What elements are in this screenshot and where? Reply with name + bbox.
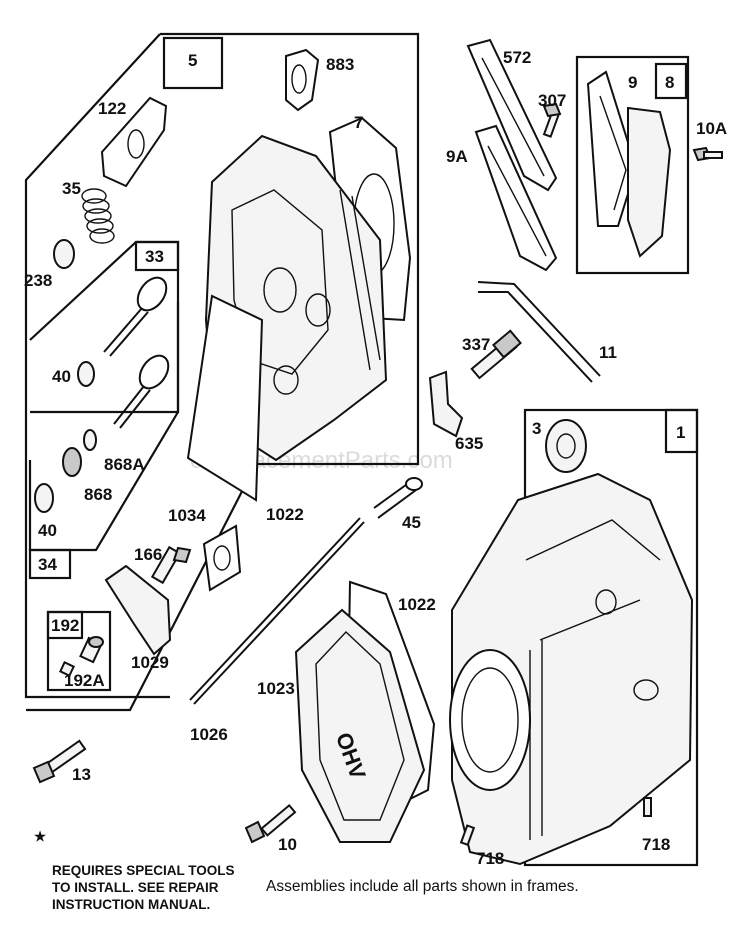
callout-1023: 1023: [257, 679, 295, 698]
part-122-spacer: [100, 96, 168, 188]
callout-10A: 10A: [696, 119, 727, 138]
part-192-breather: [79, 636, 104, 664]
callout-45: 45: [402, 513, 421, 532]
callout-9: 9: [628, 73, 637, 92]
gasket-kit-frame: 8: [575, 55, 690, 275]
part-883-gasket: [285, 48, 320, 112]
exhaust-valve-frame: 34: [28, 302, 180, 580]
frame-label-gasket-kit: 8: [665, 73, 674, 92]
assemblies-note: Assemblies include all parts shown in fr…: [266, 878, 579, 895]
callout-9A: 9A: [446, 147, 468, 166]
intake-valve-frame: 33: [29, 240, 180, 414]
part-192A-valve: [59, 661, 75, 677]
part-307-screw: [542, 102, 562, 138]
callout-40-b: 40: [38, 521, 57, 540]
callout-883: 883: [326, 55, 354, 74]
frame-label-head: 5: [188, 51, 197, 70]
part-35-valve-spring: [81, 188, 115, 244]
part-13-head-bolt: [32, 739, 87, 784]
callout-238: 238: [24, 271, 52, 290]
part-10-screw: [244, 803, 297, 844]
part-45-push-rod-tube: [373, 477, 423, 519]
part-1034-plate: [202, 524, 242, 592]
callout-10: 10: [278, 835, 297, 854]
callout-40-a: 40: [52, 367, 71, 386]
callout-868A: 868A: [104, 455, 145, 474]
callout-122: 122: [98, 99, 126, 118]
part-9-gasket: [586, 70, 638, 227]
callout-868: 868: [84, 485, 112, 504]
star-icon: ★: [34, 829, 47, 844]
part-3-oil-seal: [545, 419, 587, 473]
part-cylinder-block: [449, 472, 694, 866]
callout-307: 307: [538, 91, 566, 110]
callout-718-a: 718: [476, 849, 504, 868]
part-166-stud: [150, 545, 192, 585]
frame-label-breather-kit: 192: [51, 616, 79, 635]
part-868-rotator: [62, 447, 82, 477]
part-1026-push-rod: [189, 517, 365, 705]
callout-166: 166: [134, 545, 162, 564]
callout-718-b: 718: [642, 835, 670, 854]
callout-7: 7: [354, 113, 363, 132]
frame-label-cylinder: 1: [676, 423, 685, 442]
callout-35: 35: [62, 179, 81, 198]
part-718-dowel-pin-a: [459, 824, 476, 847]
part-40-keeper-a: [77, 361, 95, 387]
part-breather-cover: [627, 106, 672, 258]
part-11-dipstick-tube: [477, 281, 601, 383]
part-337-spark-plug: [470, 329, 522, 380]
part-9A-gasket: [474, 124, 558, 272]
callout-635: 635: [455, 434, 483, 453]
breather-kit-frame: 192: [46, 610, 112, 692]
part-868A-retainer: [83, 429, 97, 451]
frame-label-intake-valve: 33: [145, 247, 164, 266]
callout-1022-upper: 1022: [266, 505, 304, 524]
part-718-dowel-pin-b: [643, 797, 652, 817]
part-238-seal: [53, 239, 75, 269]
part-572-gasket: [466, 38, 558, 192]
callout-192A: 192A: [64, 671, 105, 690]
callout-13: 13: [72, 765, 91, 784]
special-tools-text: REQUIRES SPECIAL TOOLS TO INSTALL. SEE R…: [52, 863, 235, 912]
callout-1034: 1034: [168, 506, 206, 525]
part-exhaust-valve: [113, 354, 170, 429]
part-1023-rocker-cover: OHV: [294, 608, 426, 843]
part-40-keeper-b: [34, 483, 54, 513]
frame-label-exhaust-valve: 34: [38, 555, 57, 574]
special-tools-note: ★ REQUIRES SPECIAL TOOLS TO INSTALL. SEE…: [34, 828, 235, 930]
callout-11: 11: [599, 343, 617, 362]
part-635-elbow: [428, 370, 464, 438]
part-10A-screw: [692, 146, 723, 162]
callout-337: 337: [462, 335, 490, 354]
part-1022-gasket-upper: [186, 294, 264, 502]
callout-1029: 1029: [131, 653, 169, 672]
part-1029-rocker-arm: [104, 564, 172, 656]
callout-3: 3: [532, 419, 541, 438]
callout-1026: 1026: [190, 725, 228, 744]
part-intake-valve: [103, 276, 168, 357]
callout-1022-lower: 1022: [398, 595, 436, 614]
callout-572: 572: [503, 48, 531, 67]
